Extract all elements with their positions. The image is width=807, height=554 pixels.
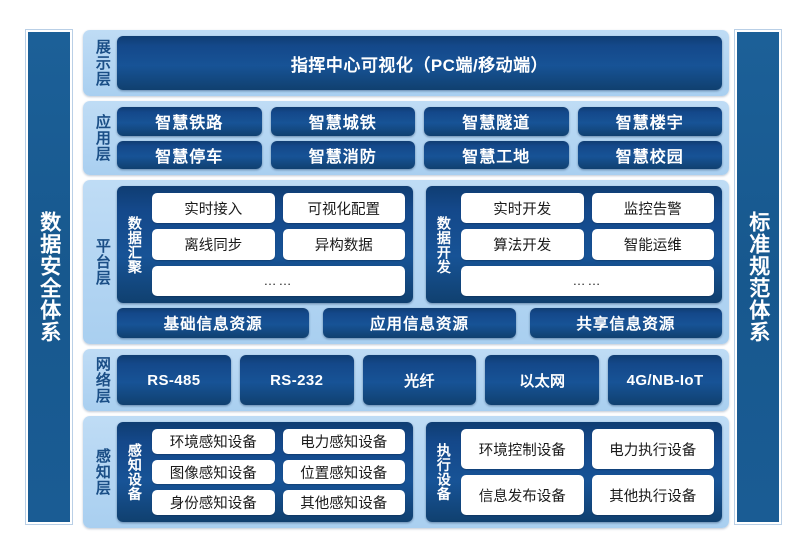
perception-group-sensing-devices: 感知设备 环境感知设备 电力感知设备 图像感知设备 位置感知设备	[117, 422, 413, 522]
perception-item[interactable]: 环境感知设备	[152, 429, 275, 454]
app-item[interactable]: 智慧铁路	[117, 107, 262, 136]
diagram-canvas: 数据安全体系 标准规范体系 展示层 指挥中心可视化（PC端/移动端） 应用层 智…	[8, 8, 799, 546]
perception-grid-row: 信息发布设备 其他执行设备	[461, 475, 714, 515]
resource-item[interactable]: 共享信息资源	[529, 308, 722, 338]
platform-item[interactable]: 实时开发	[461, 193, 584, 224]
application-row: 智慧铁路 智慧城铁 智慧隧道 智慧楼宇	[117, 107, 722, 136]
layer-application-body: 智慧铁路 智慧城铁 智慧隧道 智慧楼宇 智慧停车 智慧消防 智慧工地 智慧校园	[117, 107, 722, 169]
platform-groups: 数据汇聚 实时接入 可视化配置 离线同步 异构数据	[117, 186, 722, 303]
layer-application: 应用层 智慧铁路 智慧城铁 智慧隧道 智慧楼宇 智慧停车 智慧消防 智慧工地 智…	[83, 101, 729, 175]
platform-grid-row: 实时接入 可视化配置	[152, 193, 405, 224]
network-item[interactable]: 4G/NB-IoT	[608, 355, 722, 405]
platform-item[interactable]: 算法开发	[461, 229, 584, 260]
platform-group-label: 数据开发	[435, 215, 452, 274]
platform-grid-row: ……	[461, 265, 714, 296]
perception-item[interactable]: 电力感知设备	[282, 429, 405, 454]
app-item[interactable]: 智慧校园	[577, 140, 722, 169]
app-item[interactable]: 智慧楼宇	[577, 107, 722, 136]
perception-item[interactable]: 环境控制设备	[461, 429, 584, 469]
perception-item[interactable]: 图像感知设备	[152, 459, 275, 485]
pillar-right-label: 标准规范体系	[746, 211, 770, 343]
layer-display: 展示层 指挥中心可视化（PC端/移动端）	[83, 30, 729, 96]
perception-grid-row: 图像感知设备 位置感知设备	[152, 459, 405, 485]
perception-group-label: 感知设备	[126, 443, 143, 501]
perception-group-label: 执行设备	[435, 443, 452, 501]
app-item[interactable]: 智慧隧道	[424, 107, 569, 136]
perception-grid-row: 环境控制设备 电力执行设备	[461, 429, 714, 469]
perception-groups: 感知设备 环境感知设备 电力感知设备 图像感知设备 位置感知设备	[117, 422, 722, 522]
platform-group-label: 数据汇聚	[126, 215, 143, 274]
platform-item-more[interactable]: ……	[152, 265, 405, 296]
resource-item[interactable]: 基础信息资源	[117, 308, 310, 338]
perception-item[interactable]: 其他执行设备	[591, 475, 714, 515]
platform-group-grid: 实时接入 可视化配置 离线同步 异构数据 ……	[152, 193, 405, 296]
app-item[interactable]: 智慧消防	[270, 140, 415, 169]
perception-item[interactable]: 信息发布设备	[461, 475, 584, 515]
pillar-data-security: 数据安全体系	[26, 30, 72, 524]
perception-grid-row: 身份感知设备 其他感知设备	[152, 490, 405, 516]
platform-grid-row: ……	[152, 265, 405, 296]
layer-perception-body: 感知设备 环境感知设备 电力感知设备 图像感知设备 位置感知设备	[117, 422, 722, 522]
perception-group-actuating-devices: 执行设备 环境控制设备 电力执行设备 信息发布设备 其他执行设备	[426, 422, 722, 522]
platform-grid-row: 实时开发 监控告警	[461, 193, 714, 224]
platform-item[interactable]: 监控告警	[591, 193, 714, 224]
platform-grid-row: 算法开发 智能运维	[461, 229, 714, 260]
display-banner[interactable]: 指挥中心可视化（PC端/移动端）	[117, 36, 722, 90]
platform-resource-row: 基础信息资源 应用信息资源 共享信息资源	[117, 308, 722, 338]
network-item[interactable]: 以太网	[485, 355, 600, 405]
layer-perception: 感知层 感知设备 环境感知设备 电力感知设备	[83, 416, 729, 528]
layer-network: 网络层 RS-485 RS-232 光纤 以太网 4G/NB-IoT	[83, 349, 729, 411]
perception-item[interactable]: 电力执行设备	[591, 429, 714, 469]
perception-group-grid: 环境感知设备 电力感知设备 图像感知设备 位置感知设备 身份感知设备 其他感知设…	[152, 429, 405, 516]
platform-group-data-development: 数据开发 实时开发 监控告警 算法开发 智能运维	[426, 186, 722, 303]
pillar-left-label: 数据安全体系	[37, 211, 61, 343]
layer-network-label: 网络层	[93, 356, 111, 404]
app-item[interactable]: 智慧停车	[117, 140, 262, 169]
layer-display-body: 指挥中心可视化（PC端/移动端）	[117, 36, 722, 90]
pillar-standards: 标准规范体系	[735, 30, 781, 524]
platform-item[interactable]: 可视化配置	[282, 193, 405, 224]
app-item[interactable]: 智慧城铁	[270, 107, 415, 136]
layer-application-label: 应用层	[93, 114, 111, 162]
perception-grid-row: 环境感知设备 电力感知设备	[152, 429, 405, 454]
resource-item[interactable]: 应用信息资源	[323, 308, 516, 338]
platform-item[interactable]: 离线同步	[152, 229, 275, 260]
network-item[interactable]: 光纤	[362, 355, 477, 405]
network-row: RS-485 RS-232 光纤 以太网 4G/NB-IoT	[117, 355, 722, 405]
layer-network-body: RS-485 RS-232 光纤 以太网 4G/NB-IoT	[117, 355, 722, 405]
perception-item[interactable]: 位置感知设备	[282, 459, 405, 485]
layer-platform: 平台层 数据汇聚 实时接入 可视化配置	[83, 180, 729, 344]
network-item[interactable]: RS-232	[239, 355, 354, 405]
perception-group-grid: 环境控制设备 电力执行设备 信息发布设备 其他执行设备	[461, 429, 714, 515]
app-item[interactable]: 智慧工地	[424, 140, 569, 169]
perception-item[interactable]: 身份感知设备	[152, 490, 275, 516]
platform-group-grid: 实时开发 监控告警 算法开发 智能运维 ……	[461, 193, 714, 296]
application-row: 智慧停车 智慧消防 智慧工地 智慧校园	[117, 140, 722, 169]
platform-item-more[interactable]: ……	[461, 265, 714, 296]
layer-stack: 展示层 指挥中心可视化（PC端/移动端） 应用层 智慧铁路 智慧城铁 智慧隧道 …	[83, 30, 729, 528]
layer-perception-label: 感知层	[93, 448, 111, 496]
platform-item[interactable]: 实时接入	[152, 193, 275, 224]
layer-platform-body: 数据汇聚 实时接入 可视化配置 离线同步 异构数据	[117, 186, 722, 338]
platform-item[interactable]: 智能运维	[591, 229, 714, 260]
platform-item[interactable]: 异构数据	[282, 229, 405, 260]
layer-platform-label: 平台层	[93, 238, 111, 286]
layer-display-label: 展示层	[93, 39, 111, 87]
platform-grid-row: 离线同步 异构数据	[152, 229, 405, 260]
perception-item[interactable]: 其他感知设备	[282, 490, 405, 516]
network-item[interactable]: RS-485	[117, 355, 231, 405]
platform-group-data-aggregation: 数据汇聚 实时接入 可视化配置 离线同步 异构数据	[117, 186, 413, 303]
